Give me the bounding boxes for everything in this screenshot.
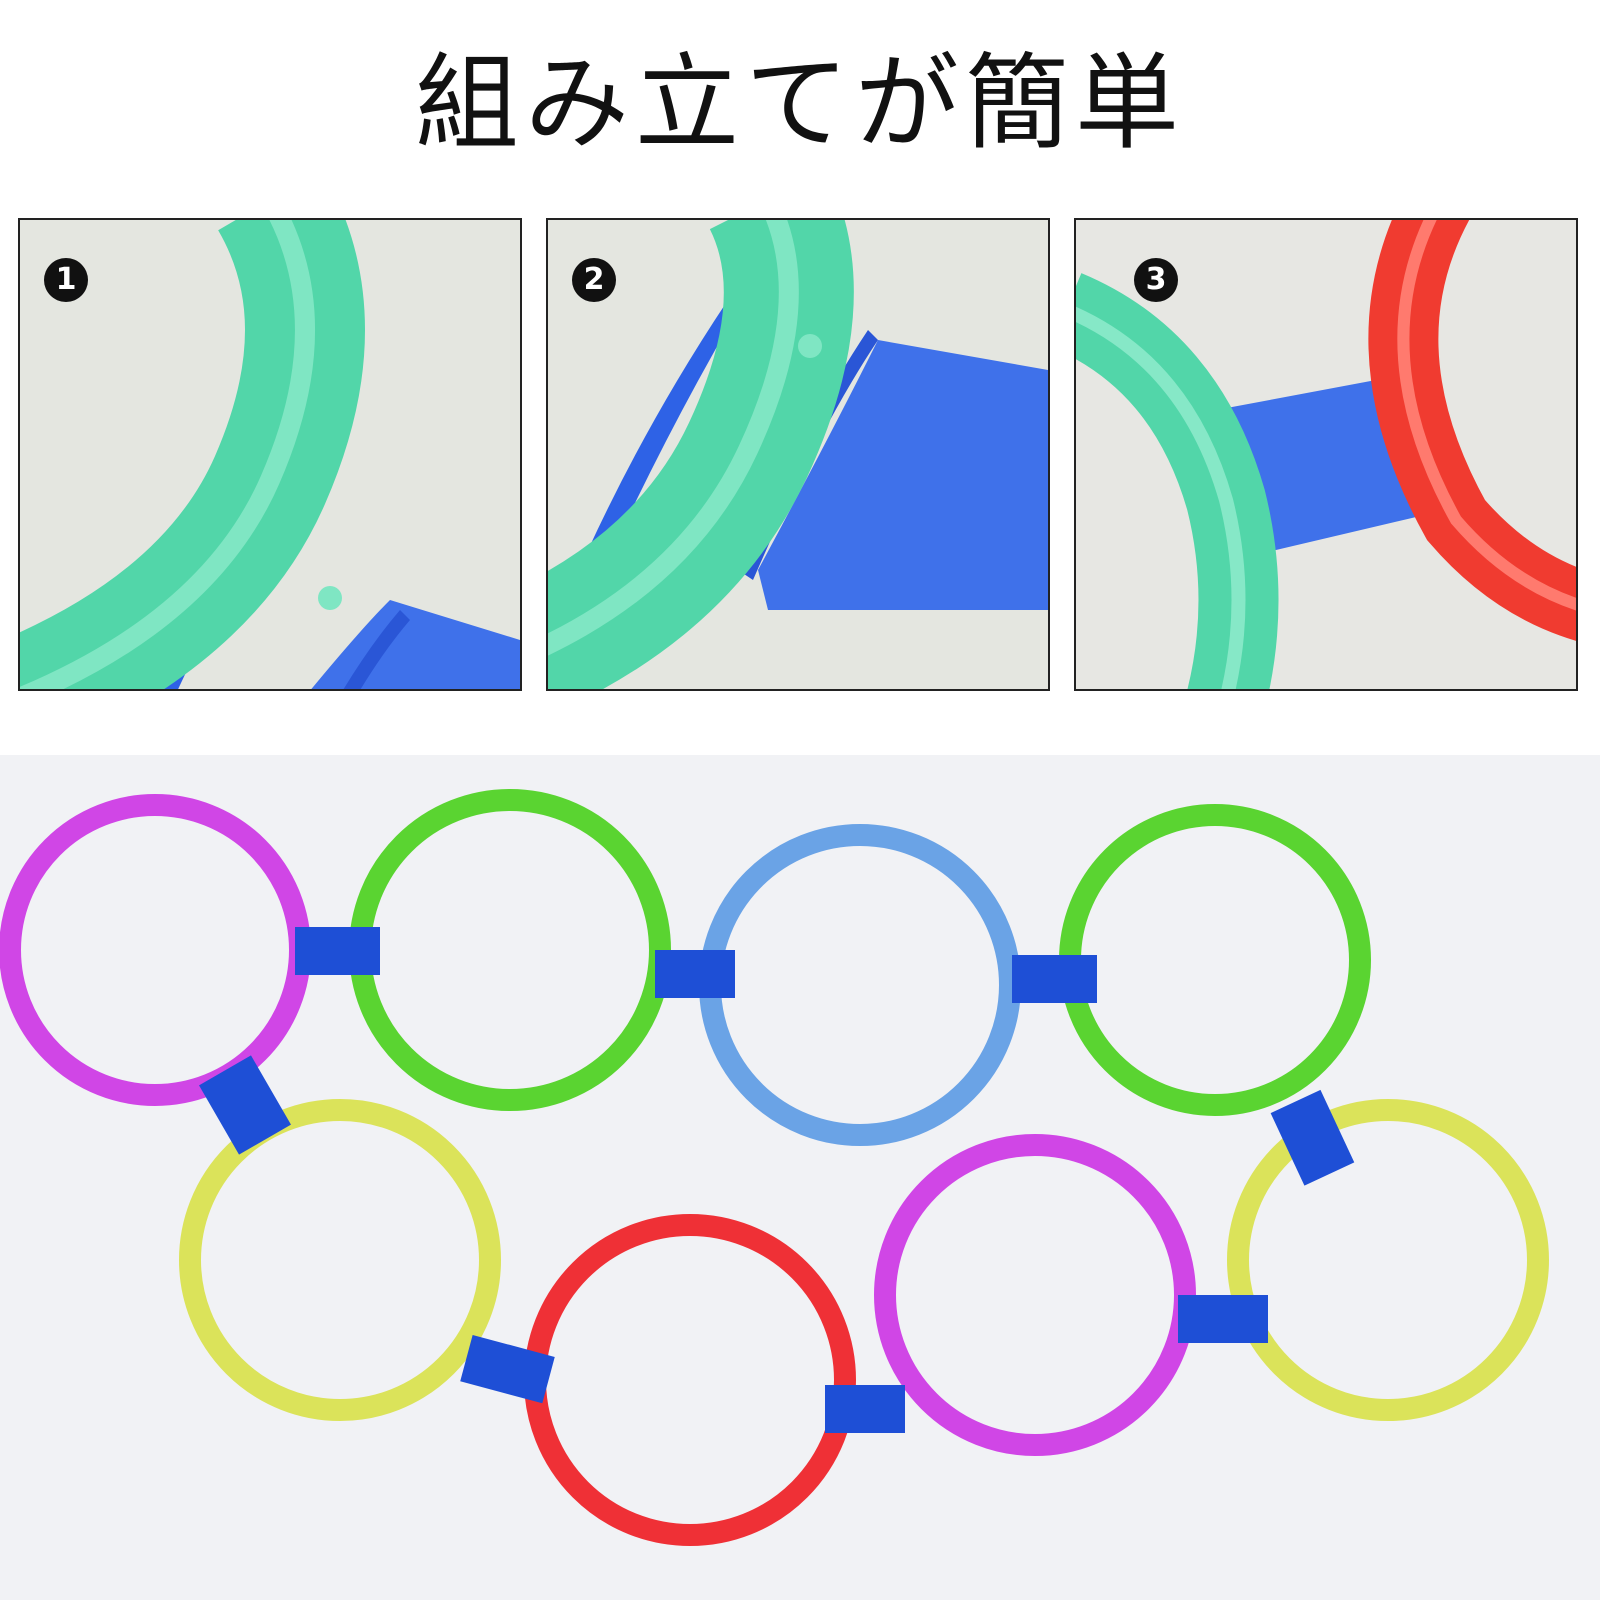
step-1-badge: 1 <box>44 258 88 302</box>
connector-5 <box>1270 1089 1355 1186</box>
step-2-photo <box>548 220 1048 689</box>
step-3-badge: 3 <box>1134 258 1178 302</box>
ring-5 <box>179 1099 501 1421</box>
step-3-panel: 3 <box>1074 218 1578 691</box>
step-2-badge: 2 <box>572 258 616 302</box>
step-1-photo <box>20 220 520 689</box>
connector-3 <box>1012 955 1097 1003</box>
ring-8 <box>1227 1099 1549 1421</box>
step-1-panel: 1 <box>18 218 522 691</box>
connector-8 <box>1178 1295 1268 1343</box>
page-title: 組み立てが簡単 <box>414 42 1185 164</box>
hopscotch-rings-photo <box>0 755 1600 1600</box>
step-2-panel: 2 <box>546 218 1050 691</box>
connector-6 <box>460 1334 555 1404</box>
connector-7 <box>825 1385 905 1433</box>
connector-1 <box>295 927 380 975</box>
connector-2 <box>655 950 735 998</box>
connector-4 <box>199 1055 291 1155</box>
